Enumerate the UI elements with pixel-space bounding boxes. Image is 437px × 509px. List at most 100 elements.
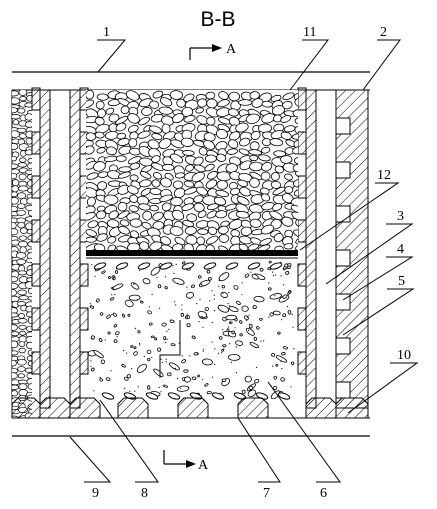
concrete-aggregate	[269, 293, 282, 300]
gravel-stone	[281, 216, 294, 227]
concrete-aggregate	[211, 392, 225, 400]
rubble-stone	[12, 282, 19, 290]
concrete-aggregate	[273, 375, 278, 380]
gravel-stone	[249, 177, 260, 188]
gravel-stone	[280, 115, 292, 123]
concrete-aggregate	[225, 314, 237, 321]
gravel-stone	[270, 180, 282, 189]
concrete-aggregate	[191, 284, 195, 289]
gravel-stone	[142, 210, 153, 221]
concrete-dot	[272, 271, 274, 273]
concrete-aggregate	[184, 315, 189, 320]
gravel-stone	[96, 233, 108, 242]
gravel-stone	[149, 204, 159, 212]
gravel-stone	[257, 244, 271, 250]
callout-6: 6	[320, 486, 327, 501]
concrete-aggregate	[114, 331, 120, 336]
concrete-aggregate	[157, 284, 162, 289]
concrete-aggregate	[115, 262, 129, 270]
rubble-stone	[19, 227, 28, 234]
concrete-dot	[291, 313, 293, 316]
rubble-stone	[12, 155, 18, 162]
gravel-stone	[245, 113, 261, 124]
callout-3: 3	[397, 209, 404, 224]
rubble-stone	[25, 169, 32, 175]
gravel-stone	[129, 162, 141, 170]
gravel-stone	[118, 226, 130, 235]
callout-8: 8	[141, 486, 148, 501]
gravel-stone	[128, 138, 138, 148]
concrete-aggregate	[247, 389, 257, 398]
concrete-dot	[229, 305, 231, 307]
gravel-stone	[229, 131, 241, 141]
concrete-aggregate	[285, 271, 290, 275]
concrete-dot	[160, 391, 162, 393]
rubble-stone	[12, 228, 19, 236]
concrete-aggregate	[162, 384, 168, 388]
concrete-aggregate	[275, 355, 288, 363]
concrete-aggregate	[157, 347, 162, 352]
concrete-aggregate	[147, 310, 152, 315]
concrete-aggregate	[259, 318, 263, 321]
gravel-stone	[129, 218, 143, 228]
concrete-dot	[156, 277, 158, 279]
concrete-aggregate	[225, 262, 239, 270]
rubble-stone	[12, 179, 20, 187]
gravel-stone	[249, 154, 259, 162]
concrete-aggregate	[133, 351, 138, 356]
concrete-aggregate	[222, 344, 227, 348]
gravel-stone	[183, 115, 196, 123]
concrete-dot	[175, 304, 177, 306]
gravel-stone	[290, 197, 298, 207]
concrete-aggregate	[269, 312, 274, 317]
gravel-stone	[292, 109, 298, 118]
gravel-stone	[138, 116, 150, 126]
concrete-dot	[222, 329, 224, 331]
rubble-stone	[12, 107, 18, 114]
concrete-dot	[246, 316, 248, 318]
gravel-stone	[120, 105, 130, 115]
gravel-stone	[170, 139, 185, 149]
gravel-stone	[261, 193, 271, 202]
concrete-aggregate	[186, 323, 191, 328]
concrete-aggregate	[254, 378, 260, 384]
concrete-dot	[143, 356, 145, 358]
gravel-stone	[226, 148, 238, 155]
concrete-dot	[198, 321, 200, 323]
gravel-stone	[181, 203, 195, 211]
concrete-aggregate	[145, 392, 159, 400]
footing-block	[335, 397, 369, 419]
concrete-aggregate	[198, 275, 202, 279]
gravel-stone	[128, 205, 139, 213]
concrete-dot	[99, 377, 101, 379]
concrete-aggregate	[153, 368, 164, 377]
concrete-dot	[197, 353, 200, 355]
gravel-stone	[274, 165, 284, 174]
concrete-dot	[139, 342, 141, 345]
rubble-stone	[18, 240, 28, 248]
footing-block	[11, 397, 41, 419]
concrete-aggregate	[121, 313, 126, 318]
rubble-stone	[19, 96, 27, 102]
gravel-stone	[249, 161, 264, 172]
rubble-stone	[25, 257, 32, 264]
concrete-dot	[248, 323, 251, 325]
rubble-stone	[26, 94, 32, 102]
rubble-stone	[27, 295, 32, 301]
concrete-aggregate	[93, 262, 107, 270]
gravel-stone	[295, 218, 298, 227]
gravel-stone	[117, 210, 130, 219]
footing-block	[39, 397, 71, 419]
concrete-aggregate	[201, 358, 213, 366]
concrete-aggregate	[204, 307, 209, 311]
concrete-dot	[136, 299, 138, 301]
concrete-dot	[235, 372, 237, 374]
concrete-dot	[201, 378, 203, 380]
concrete-dot	[89, 303, 91, 305]
gravel-stone	[151, 179, 161, 188]
concrete-aggregate	[204, 383, 209, 387]
gravel-stone	[249, 218, 262, 228]
rubble-stone	[19, 330, 26, 336]
gravel-stone	[191, 171, 205, 183]
concrete-aggregate	[277, 331, 281, 335]
